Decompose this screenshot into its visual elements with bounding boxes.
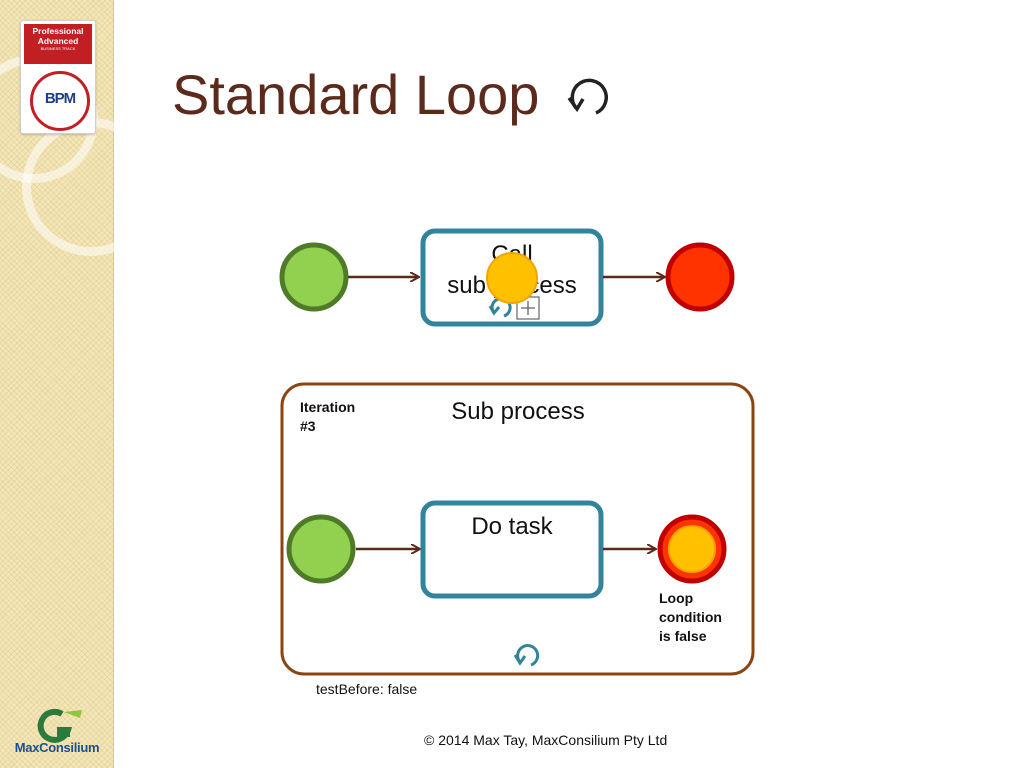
- do-task: [420, 500, 604, 599]
- top-end-event: [665, 242, 735, 312]
- slide-title: Standard Loop: [172, 63, 540, 126]
- subprocess-title: Sub process: [451, 398, 585, 425]
- loop-marker-icon: [513, 644, 540, 667]
- loop-condition-note-line-3: is false: [659, 628, 707, 644]
- top-start-event: [279, 242, 349, 312]
- badge-line-3: BUSINESS TRACK: [40, 46, 76, 51]
- sidebar: Professional Advanced BUSINESS TRACK BPM…: [0, 0, 160, 768]
- iteration-label-line-2: #3: [300, 418, 316, 434]
- badge-line-2: Advanced: [37, 36, 79, 46]
- loop-condition-note-line-1: Loop: [659, 590, 694, 606]
- omg-bpm-certification-badge: Professional Advanced BUSINESS TRACK BPM: [20, 20, 96, 134]
- title-loop-icon-box: [556, 64, 628, 126]
- loop-condition-note-line-2: condition: [659, 609, 722, 625]
- footer-copyright: © 2014 Max Tay, MaxConsilium Pty Ltd: [424, 732, 668, 748]
- do-task-label: Do task: [471, 513, 553, 540]
- maxconsilium-wordmark: MaxConsilium: [14, 740, 100, 755]
- loop-marker-icon: [567, 78, 609, 115]
- iteration-label: Iteration #3: [300, 398, 355, 436]
- loop-condition-note: Loop condition is false: [659, 589, 722, 646]
- badge-seal-text: BPM: [44, 90, 76, 107]
- badge-seal: BPM: [30, 71, 90, 131]
- token-icon: [668, 525, 716, 573]
- badge-line-1: Professional: [32, 26, 84, 36]
- maxconsilium-logo-icon: [37, 708, 82, 743]
- badge-band: Professional Advanced BUSINESS TRACK: [24, 24, 92, 64]
- inner-start-event: [286, 514, 356, 584]
- test-before-note: testBefore: false: [316, 681, 418, 697]
- token-icon: [486, 252, 538, 304]
- iteration-label-line-1: Iteration: [300, 399, 356, 415]
